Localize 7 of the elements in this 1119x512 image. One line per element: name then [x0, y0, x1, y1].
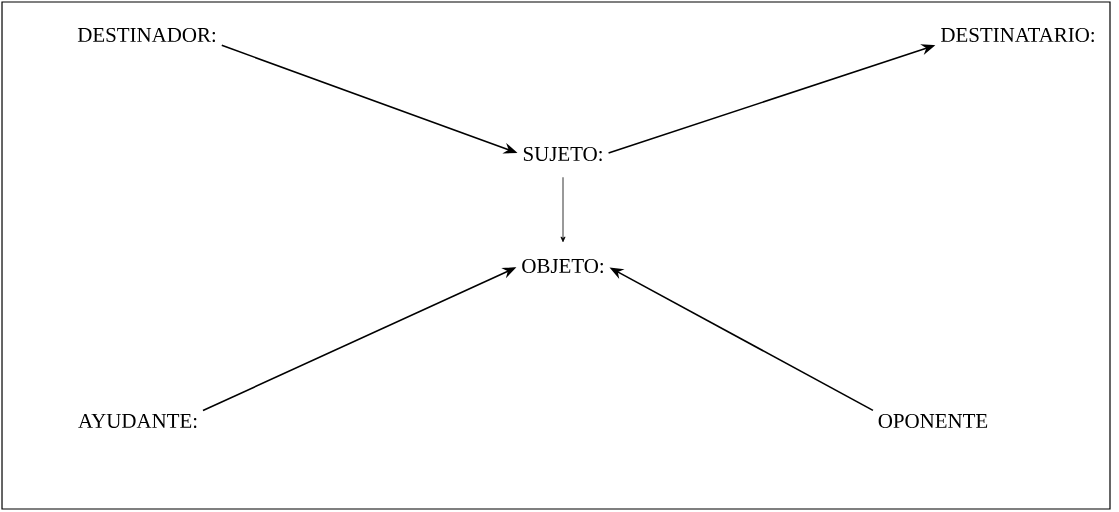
role-label: SUJETO: — [523, 146, 602, 162]
arrow — [560, 176, 566, 243]
role-label: OPONENTE — [878, 413, 988, 428]
role-label: DESTINATARIO: — [941, 27, 1094, 43]
role-label: DESTINADOR: — [77, 27, 216, 43]
role-label: OBJETO: — [522, 258, 603, 274]
role-label: AYUDANTE: — [78, 413, 197, 429]
